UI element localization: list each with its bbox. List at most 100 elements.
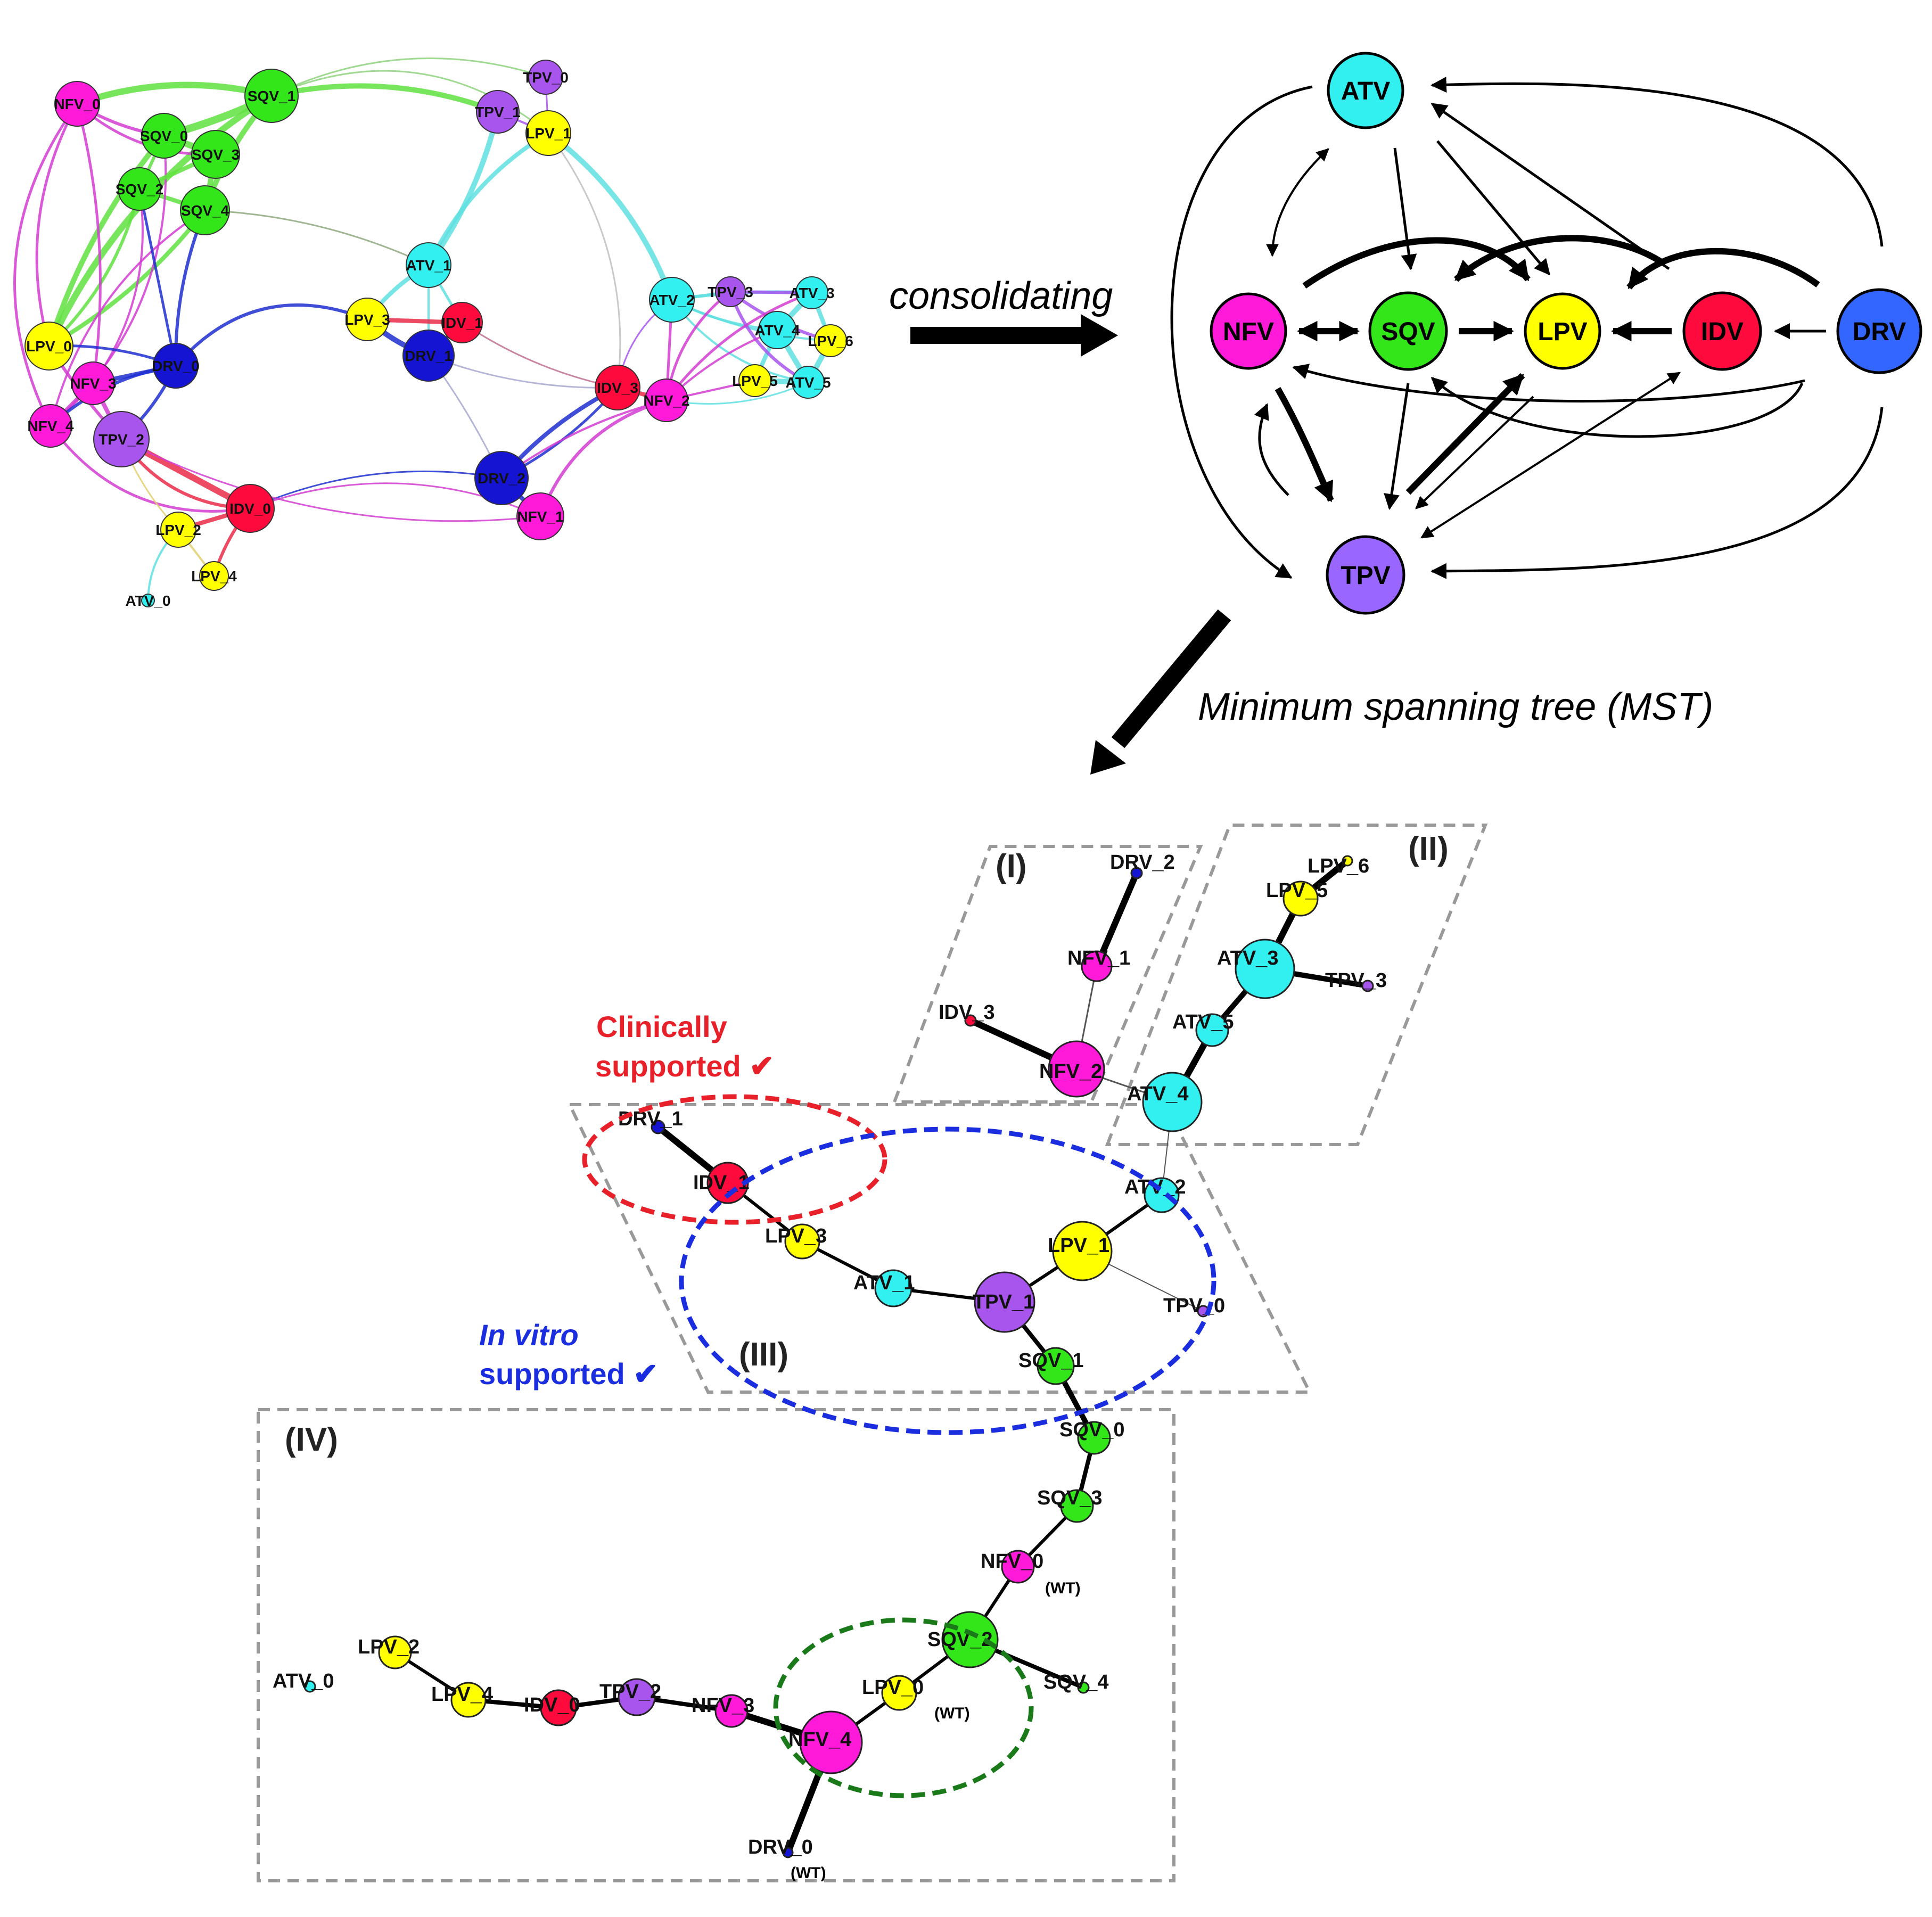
network-edge-sqv-2-drv-0 xyxy=(138,188,177,366)
drug-node-label: ATV xyxy=(1341,77,1390,105)
network-node-label: ATV_1 xyxy=(406,257,451,274)
network-node-label: NFV_3 xyxy=(70,375,116,392)
mst-node-atv-0: ATV_0 xyxy=(273,1670,334,1693)
region-box-i xyxy=(892,845,1203,1104)
network-edge-nfv-2-nfv-1 xyxy=(539,399,667,517)
network-edge-lpv-0-sqv-2 xyxy=(47,188,141,348)
edge-drv-atv xyxy=(1430,77,1884,247)
region-label-i: (I) xyxy=(996,848,1027,885)
network-node-circle xyxy=(153,343,199,389)
network-node-atv-4: ATV_4 xyxy=(754,311,800,349)
network-node-drv-1: DRV_1 xyxy=(402,330,455,382)
mst-node-atv-2: ATV_2 xyxy=(1124,1176,1186,1213)
network-node-sqv-1: SQV_1 xyxy=(244,69,299,123)
network-edge-nfv-0-nfv-4 xyxy=(13,103,79,427)
mst-node-circle xyxy=(1130,867,1143,879)
mst-node-circle xyxy=(1077,1681,1090,1694)
network-node-circle xyxy=(346,298,389,341)
mst-node-circle xyxy=(540,1689,577,1726)
network-node-label: TPV_1 xyxy=(475,104,521,120)
edge-sqv-tpv xyxy=(1384,383,1410,510)
mst-node-circle xyxy=(974,1271,1035,1333)
network-edge-sqv-1-tpv-1 xyxy=(270,83,499,114)
drug-node-circle xyxy=(1210,292,1287,370)
network-node-label: LPV_2 xyxy=(155,522,201,538)
mst-node-circle xyxy=(1048,1040,1105,1098)
mst-node-label: TPV_1 xyxy=(973,1291,1034,1313)
drug-node-label: DRV xyxy=(1853,318,1906,346)
network-node-circle xyxy=(814,324,847,357)
mst-node-label: LPV_2 xyxy=(358,1636,420,1658)
wt-label-nfv-0: (WT) xyxy=(1045,1579,1081,1597)
mst-node-drv-2: DRV_2 xyxy=(1110,851,1175,879)
mst-node-circle xyxy=(1001,1550,1035,1584)
drug-node-circle xyxy=(1682,291,1762,371)
network-edge-tpv-2-nfv-1 xyxy=(121,438,541,522)
network-node-sqv-2: SQV_2 xyxy=(116,167,163,211)
drug-node-lpv: LPV xyxy=(1524,292,1601,370)
mst-node-circle xyxy=(1142,1072,1203,1132)
network-node-sqv-4: SQV_4 xyxy=(180,185,230,235)
network-node-lpv-6: LPV_6 xyxy=(808,324,853,357)
network-node-lpv-3: LPV_3 xyxy=(344,298,390,341)
network-node-label: IDV_3 xyxy=(597,380,638,396)
mst-edge-drv-2-nfv-1 xyxy=(1094,871,1140,968)
network-node-circle xyxy=(180,185,230,235)
network-node-label: SQV_3 xyxy=(192,146,240,163)
network-node-label: LPV_1 xyxy=(525,125,571,142)
mst-node-label: DRV_0 xyxy=(748,1836,813,1858)
network-node-label: ATV_5 xyxy=(785,374,831,391)
network-node-tpv-0: TPV_0 xyxy=(523,60,569,95)
drug-node-label: TPV xyxy=(1341,562,1390,590)
mst-node-lpv-2: LPV_2 xyxy=(358,1635,420,1669)
edge-tpv-nfv xyxy=(1254,403,1289,496)
mst-node-circle xyxy=(618,1678,656,1716)
mst-node-nfv-0: NFV_0 xyxy=(981,1550,1043,1584)
mst-node-sqv-3: SQV_3 xyxy=(1037,1487,1103,1523)
mst-node-circle xyxy=(799,1710,863,1774)
mst-node-circle xyxy=(1081,950,1113,982)
mst-node-circle xyxy=(782,1847,794,1858)
network-node-label: NFV_0 xyxy=(54,96,100,112)
network-edge-nfv-0-lpv-0 xyxy=(35,103,79,347)
mst-node-label: DRV_2 xyxy=(1110,851,1175,874)
mst-node-label: IDV_0 xyxy=(524,1694,580,1716)
mst-node-label: LPV_1 xyxy=(1048,1235,1109,1257)
network-node-circle xyxy=(118,167,161,211)
network-node-circle xyxy=(402,330,455,382)
network-node-circle xyxy=(199,561,229,591)
mst-node-circle xyxy=(1342,855,1353,867)
network-node-label: NFV_1 xyxy=(517,508,563,525)
drug-node-circle xyxy=(1327,52,1404,129)
mst-node-nfv-3: NFV_3 xyxy=(692,1694,754,1728)
network-node-lpv-0: LPV_0 xyxy=(24,322,73,371)
network-node-label: IDV_1 xyxy=(441,315,483,331)
network-node-label: LPV_6 xyxy=(808,333,853,349)
mst-node-atv-4: ATV_4 xyxy=(1127,1072,1203,1132)
mst-node-lpv-6: LPV_6 xyxy=(1308,855,1369,877)
mst-panel: (I) (II) (III) (IV) DRV_2NFV_1IDV_3NFV_2… xyxy=(257,824,1488,1882)
network-edge-nfv-4-idv-0 xyxy=(49,425,251,513)
network-edges xyxy=(13,57,833,601)
mst-nodes: DRV_2NFV_1IDV_3NFV_2LPV_6LPV_5ATV_3TPV_3… xyxy=(273,851,1387,1882)
edge-atv-sqv xyxy=(1393,147,1417,270)
drug-node-circle xyxy=(1836,288,1922,374)
network-node-circle xyxy=(649,277,695,323)
drug-node-drv: DRV xyxy=(1836,288,1922,374)
network-node-circle xyxy=(474,451,529,505)
mst-node-label: DRV_1 xyxy=(618,1108,683,1130)
edge-atv-lpv xyxy=(1436,140,1550,276)
wt-label-lpv-0: (WT) xyxy=(934,1705,970,1722)
mst-node-label: NFV_1 xyxy=(1067,947,1130,969)
mst-node-label: ATV_5 xyxy=(1172,1011,1234,1033)
network-node-tpv-1: TPV_1 xyxy=(475,90,521,134)
network-edge-lpv-1-atv-2 xyxy=(547,130,675,301)
network-edge-atv-1-lpv-1 xyxy=(426,131,550,266)
network-node-label: SQV_1 xyxy=(248,88,295,104)
drug-node-circle xyxy=(1326,535,1405,615)
network-node-nfv-1: NFV_1 xyxy=(516,492,564,540)
mst-caption: Minimum spanning tree (MST) xyxy=(1198,686,1713,728)
mst-node-label: ATV_3 xyxy=(1217,947,1278,969)
